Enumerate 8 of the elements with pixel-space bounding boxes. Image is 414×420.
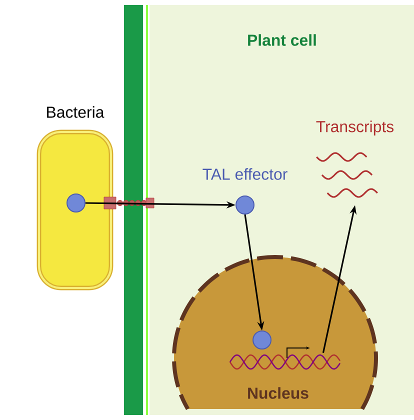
protein-sphere: TAL effector — [202, 168, 288, 214]
dna-helix-drawing — [229, 346, 341, 370]
node-label: TAL effector — [202, 168, 288, 180]
node-label: Bacteria — [47, 106, 104, 118]
protein-sphere — [66, 194, 86, 212]
transcripts-drawing: Transcripts — [316, 120, 394, 198]
bacterium-drawing: Bacteria — [36, 106, 114, 290]
protein-sphere — [252, 330, 272, 350]
